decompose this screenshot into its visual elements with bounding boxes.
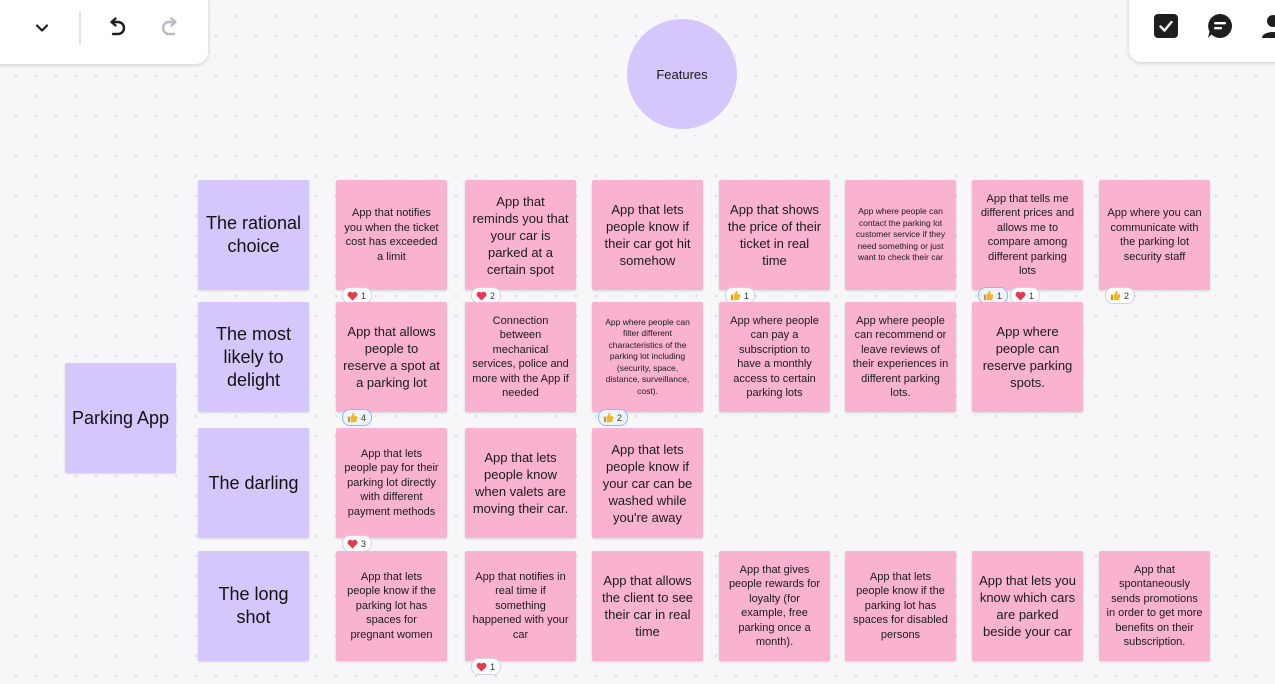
- user-icon[interactable]: [1257, 10, 1275, 42]
- sticky-note-text: App that gives people rewards for loyalt…: [728, 563, 821, 649]
- sticky-note-text: App where people can reserve parking spo…: [982, 324, 1073, 390]
- sticky-note[interactable]: App that spontaneously sends promotions …: [1099, 551, 1210, 661]
- heart-reaction[interactable]: 1: [342, 287, 373, 304]
- sticky-note-text: App that shows the price of their ticket…: [727, 202, 822, 268]
- root-label-parking-app[interactable]: Parking App: [65, 363, 176, 473]
- features-circle-text: Features: [656, 66, 708, 82]
- top-right-toolbar: [1129, 0, 1275, 62]
- heart-icon: [476, 291, 487, 301]
- sticky-note-text: App that lets people know if the parking…: [347, 570, 436, 641]
- sticky-note[interactable]: App where people can recommend or leave …: [845, 302, 956, 412]
- sticky-note-text: App that lets people know if the parking…: [853, 570, 948, 641]
- sticky-note[interactable]: App where people can reserve parking spo…: [972, 302, 1083, 412]
- sticky-note-text: App that spontaneously sends promotions …: [1106, 563, 1203, 649]
- sticky-note[interactable]: Connection between mechanical services, …: [465, 302, 576, 412]
- heart-reaction[interactable]: 1: [471, 658, 502, 675]
- reaction-count: 4: [361, 412, 367, 423]
- features-circle[interactable]: Features: [627, 19, 737, 129]
- heart-icon: [347, 539, 358, 549]
- thumbs-up-reaction[interactable]: 2: [1105, 287, 1136, 304]
- sticky-note-text: App that allows the client to see their …: [601, 573, 694, 639]
- sticky-note[interactable]: App where you can communicate with the p…: [1099, 180, 1210, 290]
- row-label-long-shot[interactable]: The long shot: [198, 551, 309, 661]
- reaction-count: 2: [617, 412, 623, 423]
- reaction-count: 1: [490, 661, 496, 672]
- sticky-note[interactable]: App that tells me different prices and a…: [972, 180, 1083, 290]
- sticky-note[interactable]: App where people can contact the parking…: [845, 180, 956, 290]
- sticky-note-text: Connection between mechanical services, …: [472, 314, 569, 400]
- sticky-note[interactable]: App that lets people pay for their parki…: [336, 428, 447, 538]
- row-label-most-likely-to-delight[interactable]: The most likely to delight: [198, 302, 309, 412]
- sticky-note[interactable]: App that notifies in real time if someth…: [465, 551, 576, 661]
- heart-reaction[interactable]: 3: [342, 535, 373, 552]
- row-label-rational-choice[interactable]: The rational choice: [198, 180, 309, 290]
- sticky-note-text: App where people can recommend or leave …: [852, 314, 949, 400]
- sticky-note[interactable]: App that lets people know if the parking…: [336, 551, 447, 661]
- sticky-note-text: App where people can filter different ch…: [605, 316, 690, 396]
- sticky-note[interactable]: App that shows the price of their ticket…: [719, 180, 830, 290]
- sticky-note[interactable]: App that allows the client to see their …: [592, 551, 703, 661]
- row-label-text: The long shot: [218, 584, 289, 627]
- heart-icon: [1015, 291, 1026, 301]
- row-label-text: The darling: [208, 472, 299, 493]
- sticky-note[interactable]: App that allows people to reserve a spot…: [336, 302, 447, 412]
- row-label-text: The rational choice: [205, 213, 302, 256]
- sticky-note[interactable]: App that gives people rewards for loyalt…: [719, 551, 830, 661]
- reaction-count: 2: [1124, 290, 1130, 301]
- row-label-darling[interactable]: The darling: [198, 428, 309, 538]
- redo-icon[interactable]: [155, 12, 187, 44]
- sticky-note-text: App that allows people to reserve a spot…: [343, 324, 440, 390]
- sticky-note-text: App that lets people know if your car ca…: [602, 441, 693, 525]
- sticky-note-text: App that lets you know which cars are pa…: [979, 573, 1076, 639]
- sticky-note[interactable]: App that reminds you that your car is pa…: [465, 180, 576, 290]
- sticky-note-text: App that lets people know if their car g…: [604, 202, 691, 268]
- thumbs-up-icon: [347, 412, 358, 423]
- sticky-note-text: App where people can contact the parking…: [855, 206, 946, 263]
- reaction-count: 2: [490, 290, 496, 301]
- heart-icon: [347, 291, 358, 301]
- sticky-note-text: App that lets people know when valets ar…: [472, 450, 569, 516]
- reaction-count: 1: [361, 290, 367, 301]
- sticky-note-text: App where you can communicate with the p…: [1107, 207, 1202, 263]
- sticky-note[interactable]: App where people can filter different ch…: [592, 302, 703, 412]
- reaction-count: 1: [744, 290, 750, 301]
- sticky-note[interactable]: App that lets people know if your car ca…: [592, 428, 703, 538]
- reaction-count: 1: [997, 290, 1003, 301]
- toolbar-divider: [79, 11, 81, 45]
- sticky-note-text: App that tells me different prices and a…: [980, 192, 1075, 278]
- sticky-note-text: App that notifies in real time if someth…: [472, 570, 569, 641]
- sticky-note-text: App where people can pay a subscription …: [730, 314, 819, 400]
- top-left-toolbar: [0, 0, 208, 64]
- heart-reaction[interactable]: 2: [471, 287, 502, 304]
- sticky-note-text: App that lets people pay for their parki…: [344, 447, 439, 518]
- sticky-note-text: App that reminds you that your car is pa…: [472, 193, 569, 277]
- chevron-down-icon[interactable]: [26, 12, 58, 44]
- thumbs-up-icon: [1110, 290, 1121, 301]
- reaction-count: 3: [361, 538, 367, 549]
- thumbs-up-reaction[interactable]: 1: [978, 287, 1009, 304]
- sticky-note[interactable]: App that notifies you when the ticket co…: [336, 180, 447, 290]
- sticky-note[interactable]: App that lets you know which cars are pa…: [972, 551, 1083, 661]
- undo-icon[interactable]: [100, 12, 132, 44]
- reaction-count: 1: [1029, 290, 1035, 301]
- thumbs-up-icon: [603, 412, 614, 423]
- row-label-text: The most likely to delight: [215, 323, 292, 390]
- thumbs-up-reaction[interactable]: 2: [598, 409, 629, 426]
- sticky-note[interactable]: App where people can pay a subscription …: [719, 302, 830, 412]
- comment-icon[interactable]: [1204, 10, 1236, 42]
- thumbs-up-reaction[interactable]: 4: [342, 409, 373, 426]
- sticky-note[interactable]: App that lets people know when valets ar…: [465, 428, 576, 538]
- checkbox-icon[interactable]: [1150, 10, 1182, 42]
- thumbs-up-icon: [983, 290, 994, 301]
- sticky-note-text: App that notifies you when the ticket co…: [344, 207, 439, 263]
- heart-icon: [476, 662, 487, 672]
- root-label-text: Parking App: [71, 407, 170, 428]
- sticky-note[interactable]: App that lets people know if the parking…: [845, 551, 956, 661]
- thumbs-up-icon: [730, 290, 741, 301]
- sticky-note[interactable]: App that lets people know if their car g…: [592, 180, 703, 290]
